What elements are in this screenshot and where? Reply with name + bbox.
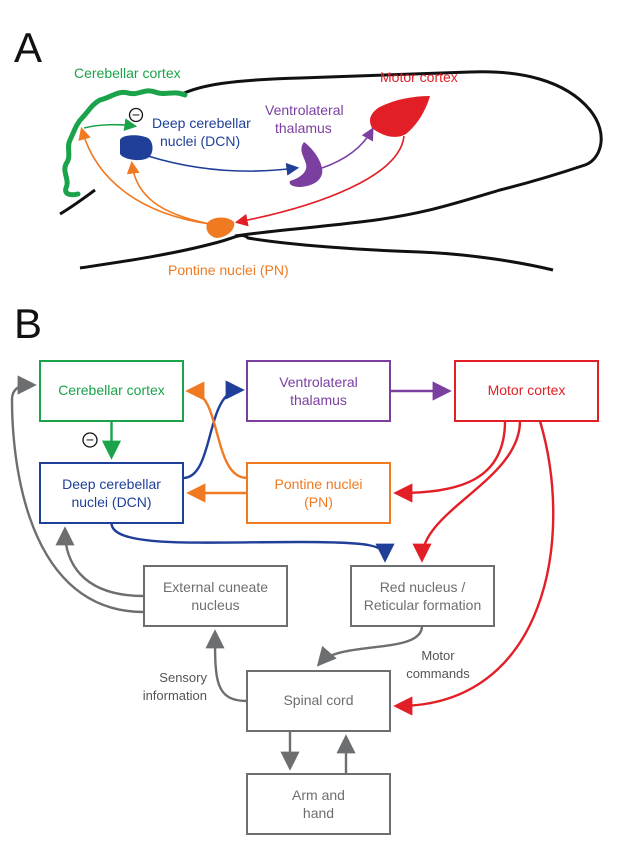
arrow-a-cc-to-dcn — [83, 118, 138, 131]
arrow-b-motor-to-spinal — [393, 420, 555, 716]
box-dcn-line2: nuclei (DCN) — [71, 494, 151, 510]
label-sensory-line1: Sensory — [159, 670, 207, 685]
label-motor-commands-line1: Motor — [421, 648, 455, 663]
arrow-b-pn-to-cc — [185, 381, 248, 480]
box-cerebellar-cortex-label: Cerebellar cortex — [58, 382, 165, 398]
panel-b: B Cerebellar cortex Ventrolateral thalam… — [10, 300, 599, 835]
label-a-vl-line2: thalamus — [275, 120, 332, 136]
box-motor-cortex-label: Motor cortex — [488, 382, 566, 398]
box-spinal-cord: Spinal cord — [246, 670, 391, 732]
box-arm-hand: Arm and hand — [246, 773, 391, 835]
brain-outline-brainstem — [59, 188, 96, 216]
label-a-cerebellar-cortex: Cerebellar cortex — [74, 65, 181, 81]
label-sensory-line2: information — [143, 688, 207, 703]
arrow-a-pn-to-dcn — [126, 160, 211, 225]
brain-outline-lower — [79, 234, 554, 272]
box-dcn: Deep cerebellar nuclei (DCN) — [39, 462, 184, 524]
box-arm-line1: Arm and — [292, 787, 345, 803]
arrow-a-vl-to-motor — [321, 127, 374, 169]
arrow-b-dcn-to-vl — [182, 380, 245, 480]
arrow-b-motor-to-red — [412, 420, 522, 563]
arrow-a-pn-to-cc — [78, 126, 211, 225]
inhibition-symbol-b — [82, 432, 98, 448]
arrow-b-motor-to-pn — [393, 420, 507, 503]
label-a-motor-cortex: Motor cortex — [380, 69, 458, 85]
inhibition-glyph-b: − — [86, 432, 94, 448]
panel-b-letter: B — [14, 300, 42, 347]
arrow-b-red-to-spinal — [316, 625, 424, 667]
box-motor-cortex: Motor cortex — [454, 360, 599, 422]
brain-outline-upper — [179, 70, 603, 238]
pontine-shape — [206, 217, 235, 238]
arrow-a-motor-to-pn — [234, 135, 405, 227]
arrow-b-ecn-to-dcn — [55, 526, 145, 598]
label-a-dcn-line1: Deep cerebellar — [152, 115, 251, 131]
label-a-dcn-line2: nuclei (DCN) — [160, 133, 240, 149]
panel-a: A − Cerebellar cortex Motor cortex Deep … — [14, 24, 603, 278]
inhibition-symbol-a — [128, 107, 144, 123]
box-red-line1: Red nucleus / — [380, 579, 466, 595]
box-pontine-line1: Pontine nuclei — [275, 476, 363, 492]
box-ecn-line2: nucleus — [191, 597, 239, 613]
arrow-b-dcn-to-red — [110, 522, 395, 563]
box-dcn-line1: Deep cerebellar — [62, 476, 161, 492]
box-vl-line2: thalamus — [290, 392, 347, 408]
box-external-cuneate: External cuneate nucleus — [143, 565, 288, 627]
inhibition-glyph-a: − — [132, 107, 140, 123]
box-arm-line2: hand — [303, 805, 334, 821]
box-red-line2: Reticular formation — [364, 597, 482, 613]
arrow-a-dcn-to-vl — [147, 155, 300, 176]
label-a-vl-line1: Ventrolateral — [265, 102, 344, 118]
arrow-b-ecn-to-cc — [10, 375, 145, 614]
panel-a-letter: A — [14, 24, 42, 71]
box-pontine-nuclei: Pontine nuclei (PN) — [246, 462, 391, 524]
label-motor-commands-line2: commands — [406, 666, 470, 681]
box-red-nucleus: Red nucleus / Reticular formation — [350, 565, 495, 627]
label-a-pontine: Pontine nuclei (PN) — [168, 262, 289, 278]
vl-thalamus-shape — [289, 142, 323, 187]
arrow-b-spinal-to-ecn — [205, 629, 248, 703]
box-vl-line1: Ventrolateral — [279, 374, 358, 390]
box-spinal-label: Spinal cord — [283, 692, 353, 708]
box-ecn-line1: External cuneate — [163, 579, 268, 595]
motor-cortex-shape — [370, 96, 430, 137]
dcn-shape — [120, 135, 153, 161]
box-pontine-line2: (PN) — [304, 494, 333, 510]
box-cerebellar-cortex: Cerebellar cortex — [39, 360, 184, 422]
box-vl-thalamus: Ventrolateral thalamus — [246, 360, 391, 422]
cerebellar-cortex-shape — [62, 88, 188, 198]
